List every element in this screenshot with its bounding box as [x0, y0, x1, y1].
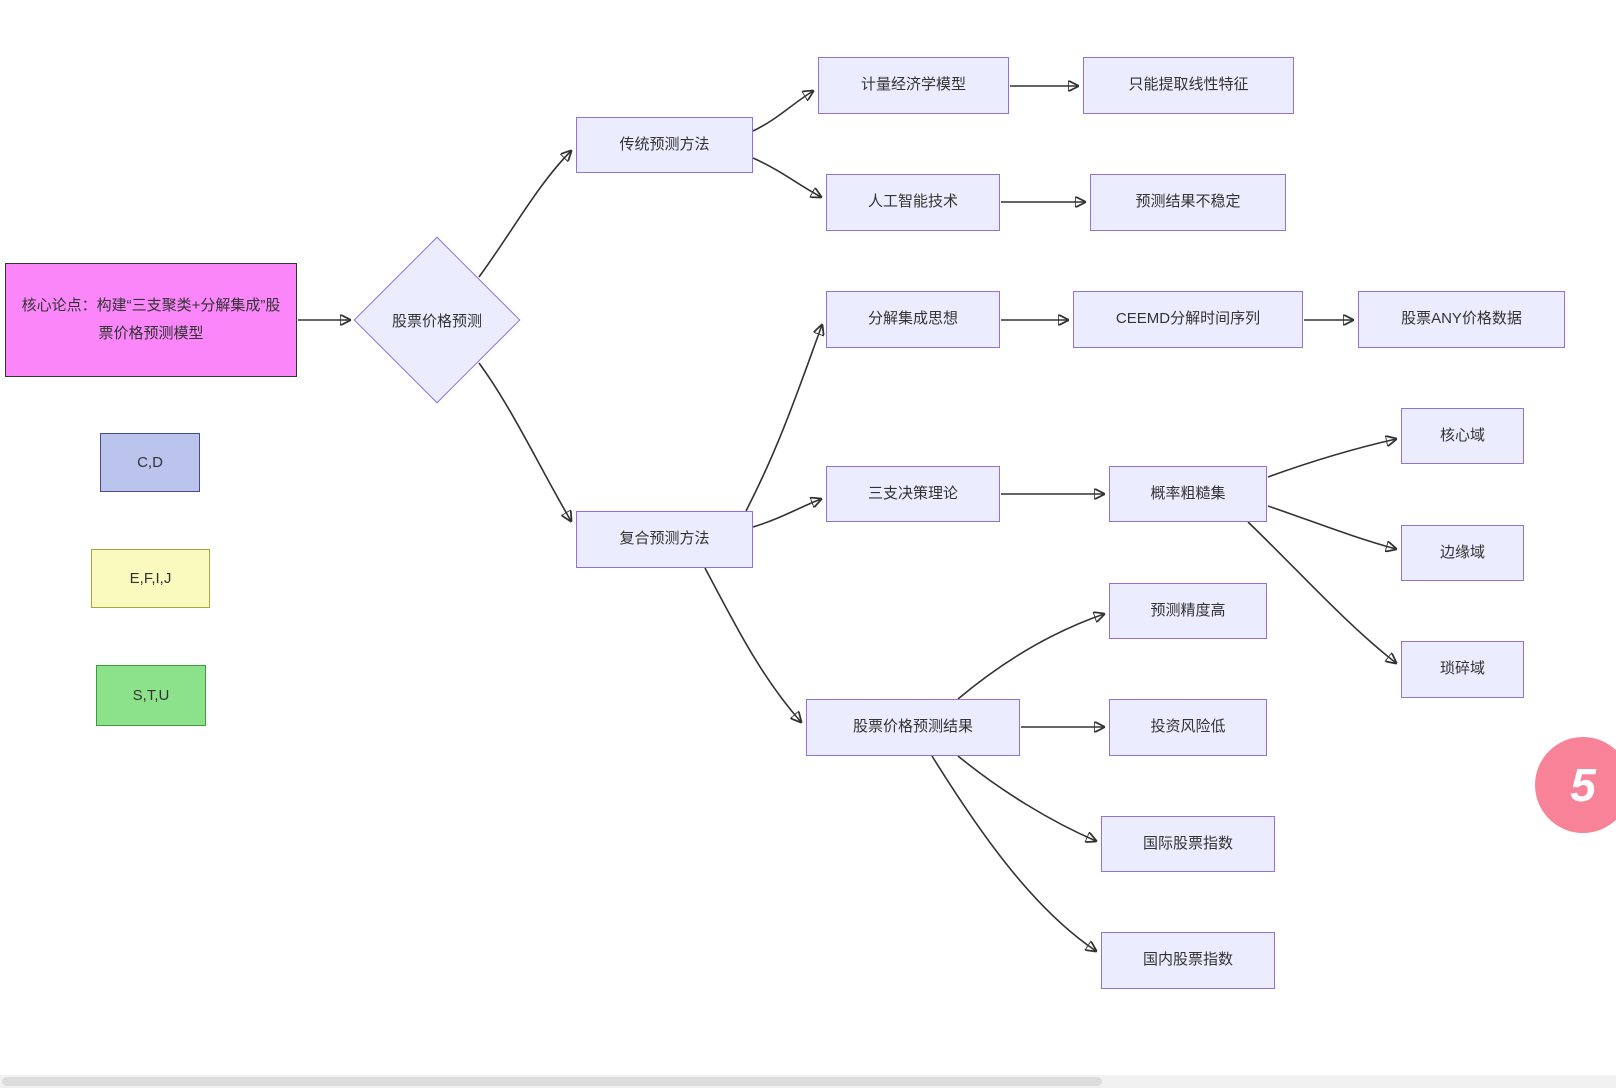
- node-domestic-stock-index: 国内股票指数: [1101, 932, 1275, 989]
- node-probabilistic-rough-set-label: 概率粗糙集: [1150, 484, 1226, 502]
- node-ai-technology: 人工智能技术: [826, 174, 1000, 231]
- node-decomposition-ensemble: 分解集成思想: [826, 291, 1000, 348]
- node-boundary-domain-label: 边缘域: [1439, 543, 1485, 561]
- edge-composite-threeway: [752, 499, 821, 528]
- node-stock-price-prediction: 股票价格预测: [353, 236, 521, 404]
- node-three-way-decision-theory-label: 三支决策理论: [867, 484, 958, 502]
- node-stock-any-price-data: 股票ANY价格数据: [1358, 291, 1565, 348]
- node-ceemd-timeseries: CEEMD分解时间序列: [1073, 291, 1303, 348]
- edge-roughset-trivial: [1247, 521, 1396, 663]
- node-trivial-domain-label: 琐碎域: [1439, 660, 1485, 678]
- node-probabilistic-rough-set: 概率粗糙集: [1109, 466, 1267, 522]
- node-linear-features-only: 只能提取线性特征: [1083, 57, 1294, 114]
- node-linear-features-only-label: 只能提取线性特征: [1128, 76, 1249, 94]
- node-prediction-results: 股票价格预测结果: [806, 699, 1020, 756]
- node-international-stock-index: 国际股票指数: [1101, 816, 1275, 872]
- node-composite-methods-label: 复合预测方法: [619, 530, 710, 548]
- edge-composite-result: [704, 567, 801, 722]
- node-stock-any-price-data-label: 股票ANY价格数据: [1401, 310, 1522, 328]
- node-core-thesis: 核心论点：构建“三支聚类+分解集成”股票价格预测模型: [5, 263, 297, 377]
- node-prediction-results-label: 股票价格预测结果: [852, 718, 973, 736]
- node-three-way-decision-theory: 三支决策理论: [826, 466, 1000, 522]
- node-core-domain: 核心域: [1401, 408, 1524, 464]
- node-econometric-model: 计量经济学模型: [818, 57, 1009, 114]
- node-domestic-stock-index-label: 国内股票指数: [1142, 951, 1233, 969]
- legend-box-efij-label: E,F,I,J: [129, 570, 172, 587]
- node-ai-technology-label: 人工智能技术: [867, 193, 958, 211]
- legend-box-stu-label: S,T,U: [132, 687, 170, 704]
- node-traditional-methods: 传统预测方法: [576, 117, 753, 173]
- node-high-accuracy-label: 预测精度高: [1150, 601, 1226, 619]
- edge-result-intl: [957, 755, 1096, 841]
- node-trivial-domain: 琐碎域: [1401, 641, 1524, 698]
- edge-result-domestic: [931, 755, 1096, 951]
- edge-roughset-core: [1267, 439, 1396, 478]
- legend-box-stu: S,T,U: [96, 665, 206, 726]
- legend-box-efij: E,F,I,J: [91, 549, 210, 608]
- legend-box-cd: C,D: [100, 433, 200, 492]
- edge-traditional-econometric: [752, 91, 813, 132]
- node-unstable-results: 预测结果不稳定: [1090, 174, 1286, 231]
- badge-text: 5: [1570, 759, 1596, 811]
- scrollbar-thumb[interactable]: [2, 1077, 1102, 1086]
- node-traditional-methods-label: 传统预测方法: [619, 135, 710, 153]
- node-core-domain-label: 核心域: [1439, 426, 1485, 444]
- legend-box-cd-label: C,D: [137, 454, 163, 471]
- edge-traditional-ai: [752, 157, 821, 197]
- edge-roughset-boundary: [1267, 505, 1396, 549]
- horizontal-scrollbar[interactable]: [0, 1075, 1616, 1088]
- node-core-thesis-label: 核心论点：构建“三支聚类+分解集成”股票价格预测模型: [21, 296, 281, 343]
- node-international-stock-index-label: 国际股票指数: [1142, 834, 1233, 852]
- node-low-investment-risk: 投资风险低: [1109, 699, 1267, 756]
- node-econometric-model-label: 计量经济学模型: [860, 76, 966, 94]
- floating-badge[interactable]: 5: [1535, 737, 1616, 833]
- node-composite-methods: 复合预测方法: [576, 511, 753, 568]
- edge-composite-decomposition: [745, 325, 822, 512]
- node-ceemd-timeseries-label: CEEMD分解时间序列: [1115, 310, 1261, 328]
- node-decomposition-ensemble-label: 分解集成思想: [867, 310, 958, 328]
- edge-result-accuracy: [957, 614, 1104, 700]
- node-high-accuracy: 预测精度高: [1109, 583, 1267, 639]
- node-stock-price-prediction-label: 股票价格预测: [391, 312, 482, 330]
- node-boundary-domain: 边缘域: [1401, 525, 1524, 581]
- node-unstable-results-label: 预测结果不稳定: [1135, 193, 1241, 211]
- node-low-investment-risk-label: 投资风险低: [1150, 718, 1226, 736]
